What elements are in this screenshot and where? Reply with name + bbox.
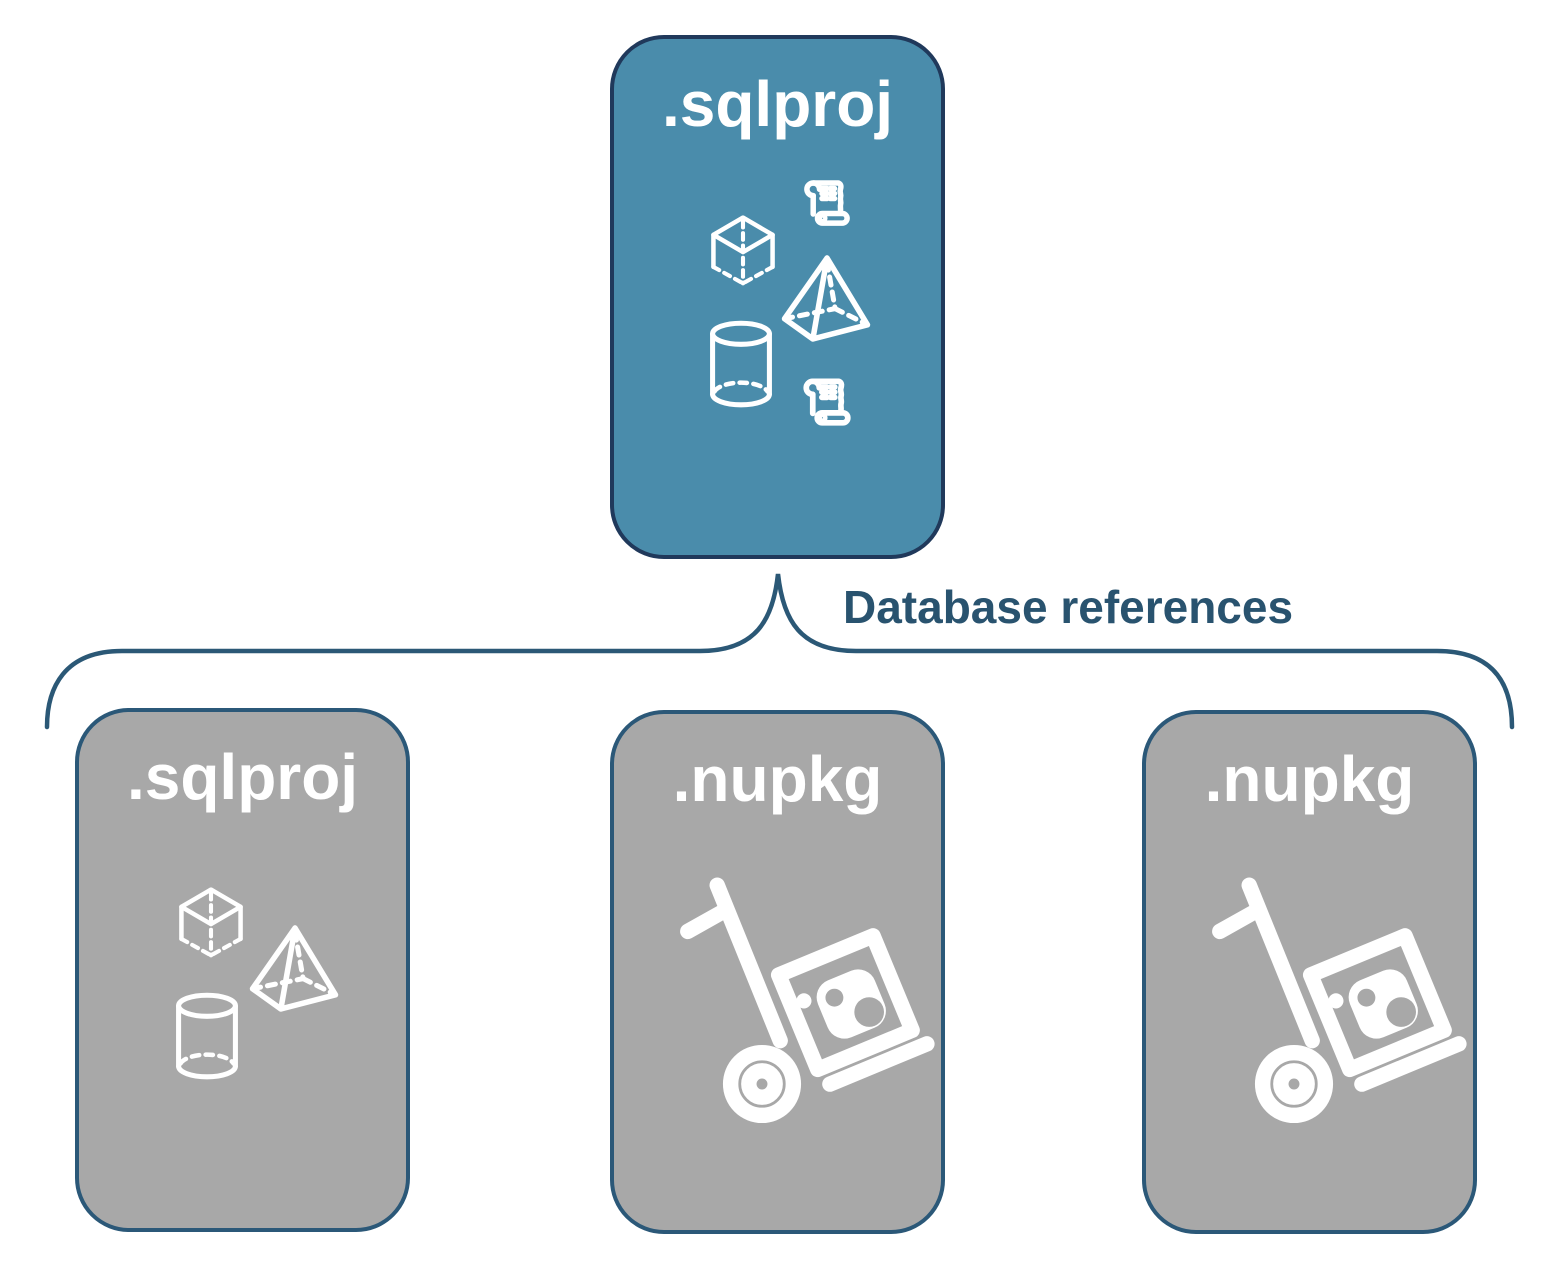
pyramid-icon [242,922,344,1015]
connector-label: Database references [843,581,1294,633]
node-label: .nupkg [1204,743,1415,815]
script-scroll-icon [797,174,855,232]
node-label: .nupkg [672,743,883,815]
database-cylinder-icon [172,992,242,1080]
node-label: .sqlproj [661,68,894,140]
node-nupkg-child-2: .nupkg [1142,710,1477,1234]
script-scroll-icon [797,372,855,432]
nuget-package-dolly-icon [664,854,944,1146]
pyramid-icon [774,252,876,345]
node-label: .sqlproj [126,741,359,813]
node-sqlproj-child: .sqlproj [75,708,410,1232]
cube-icon [169,874,253,966]
node-nupkg-child-1: .nupkg [610,710,945,1234]
nuget-package-dolly-icon [1196,854,1476,1146]
node-sqlproj-root: .sqlproj [610,35,945,559]
database-cylinder-icon [706,320,776,408]
cube-icon [701,202,785,294]
